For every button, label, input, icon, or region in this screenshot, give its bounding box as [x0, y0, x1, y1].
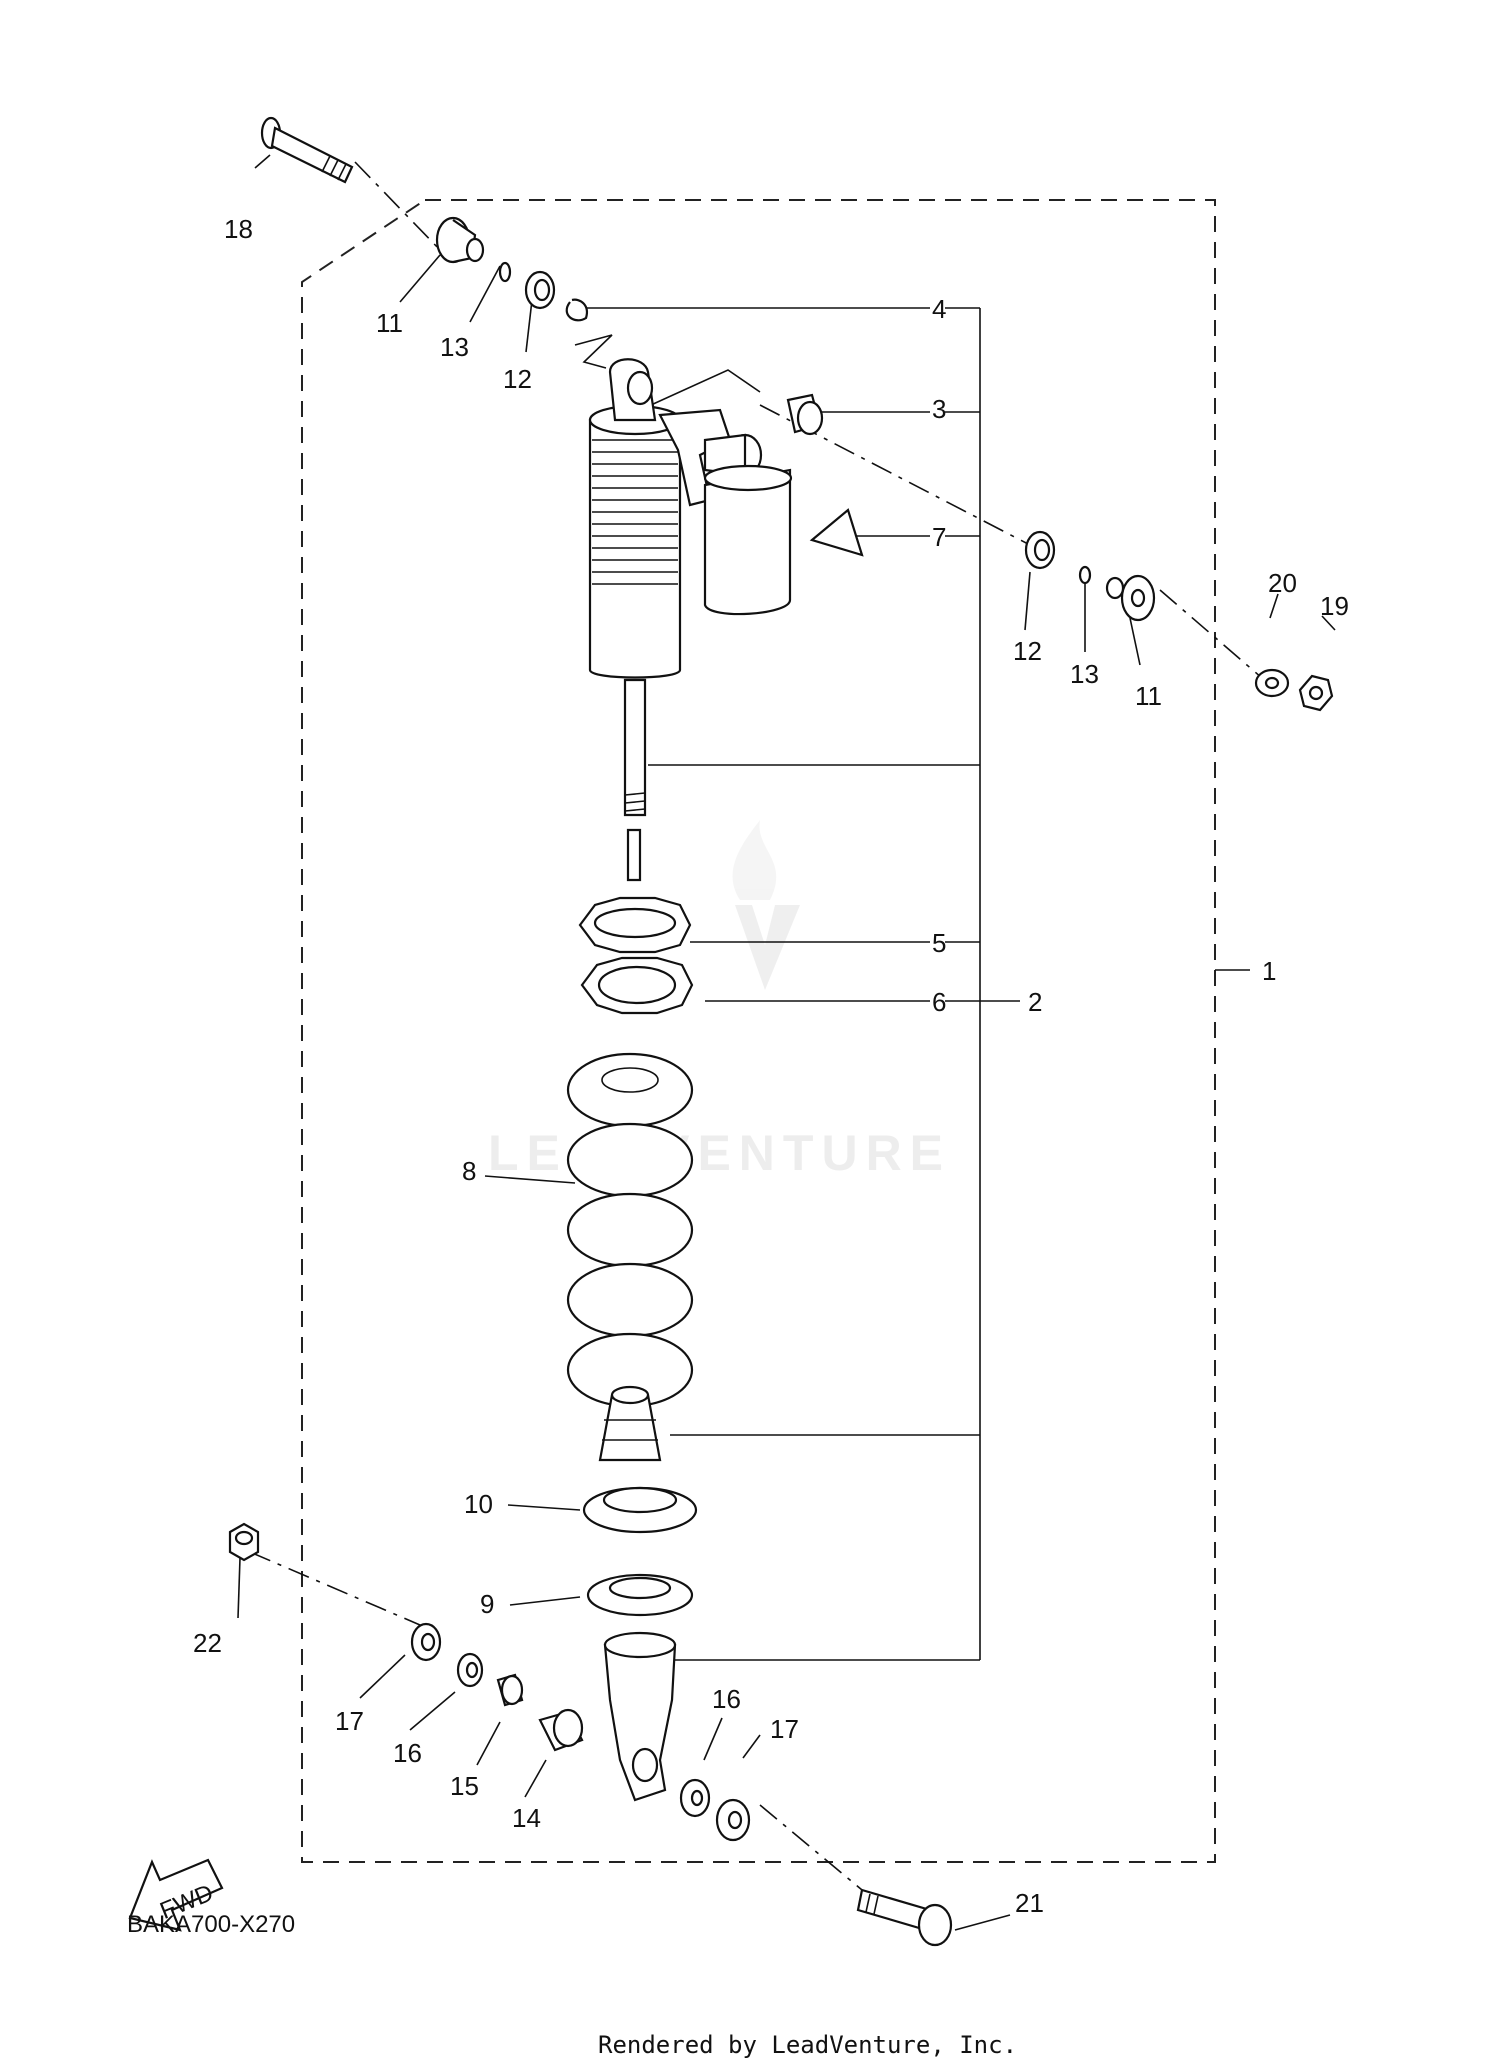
part-11-collar-lower: [1105, 574, 1156, 622]
part-7-valve-cap: [809, 508, 864, 557]
callout-16-right: 16: [712, 1684, 741, 1714]
callout-14: 14: [512, 1803, 541, 1833]
callout-19: 19: [1320, 591, 1349, 621]
callout-15: 15: [450, 1771, 479, 1801]
part-12-seal-upper: [524, 270, 556, 310]
part-damper-body: [588, 358, 793, 817]
callout-5: 5: [932, 928, 946, 958]
part-12-seal-lower: [1024, 530, 1056, 570]
callout-2: 2: [1028, 987, 1042, 1017]
part-17-washer-right: [715, 1798, 751, 1842]
part-16-collar-right: [679, 1778, 711, 1818]
callout-7: 7: [932, 522, 946, 552]
callout-9: 9: [480, 1589, 494, 1619]
callout-12-lower: 12: [1013, 636, 1042, 666]
callout-18: 18: [224, 214, 253, 244]
leader-lines: [237, 154, 1336, 1931]
part-22-nut: [228, 1522, 260, 1562]
callout-17-left: 17: [335, 1706, 364, 1736]
callout-4: 4: [932, 294, 946, 324]
part-3-bushing: [786, 393, 824, 436]
part-10-spring-guide: [582, 1486, 698, 1534]
part-pin: [626, 828, 642, 882]
part-16-collar-left: [456, 1652, 484, 1688]
callout-1: 1: [1262, 956, 1276, 986]
assembly-boundary: [301, 199, 1216, 1863]
callout-labels: 1 2 3 4 5 6 7 8 9 10 11 11 12 12 13 13 1…: [193, 214, 1349, 1918]
part-13-o-ring-lower: [1078, 565, 1092, 585]
diagram-code: BAKA700-X270: [127, 1911, 295, 1938]
part-21-bolt: [856, 1888, 953, 1947]
callout-20: 20: [1268, 568, 1297, 598]
part-4-circlip: [565, 298, 588, 322]
callout-8: 8: [462, 1156, 476, 1186]
part-5-lock-nut: [578, 896, 692, 954]
part-9-spring-seat: [586, 1573, 694, 1617]
part-6-adjuster-nut: [580, 956, 694, 1015]
callout-11-upper: 11: [376, 308, 403, 338]
part-13-o-ring-upper: [498, 261, 512, 283]
part-17-washer-left: [410, 1622, 442, 1662]
part-11-collar-upper: [435, 216, 485, 264]
callout-3: 3: [932, 394, 946, 424]
callout-22: 22: [193, 1628, 222, 1658]
part-19-nut: [1298, 674, 1334, 712]
part-8-spring: [566, 1052, 694, 1408]
part-15-bushing: [496, 1673, 524, 1707]
callout-17-right: 17: [770, 1714, 799, 1744]
part-14-bearing: [538, 1708, 584, 1752]
part-20-washer: [1254, 668, 1290, 698]
part-18-bolt: [260, 116, 354, 184]
assembly-axes: [249, 161, 1263, 1906]
callout-13-upper: 13: [440, 332, 469, 362]
callout-21: 21: [1015, 1888, 1044, 1918]
part-lower-clevis: [603, 1631, 677, 1802]
callout-11-lower: 11: [1135, 681, 1162, 711]
callout-10: 10: [464, 1489, 493, 1519]
watermark-text: LEADVENTURE: [488, 1125, 951, 1181]
watermark-logo: LEADVENTURE: [488, 820, 951, 1181]
callout-16-left: 16: [393, 1738, 422, 1768]
render-credit: Rendered by LeadVenture, Inc.: [598, 2031, 1017, 2059]
callout-12-upper: 12: [503, 364, 532, 394]
part-bump-stop: [598, 1385, 662, 1462]
callout-6: 6: [932, 987, 946, 1017]
callout-13-lower: 13: [1070, 659, 1099, 689]
bracket-assembly-2: [648, 307, 1250, 1661]
